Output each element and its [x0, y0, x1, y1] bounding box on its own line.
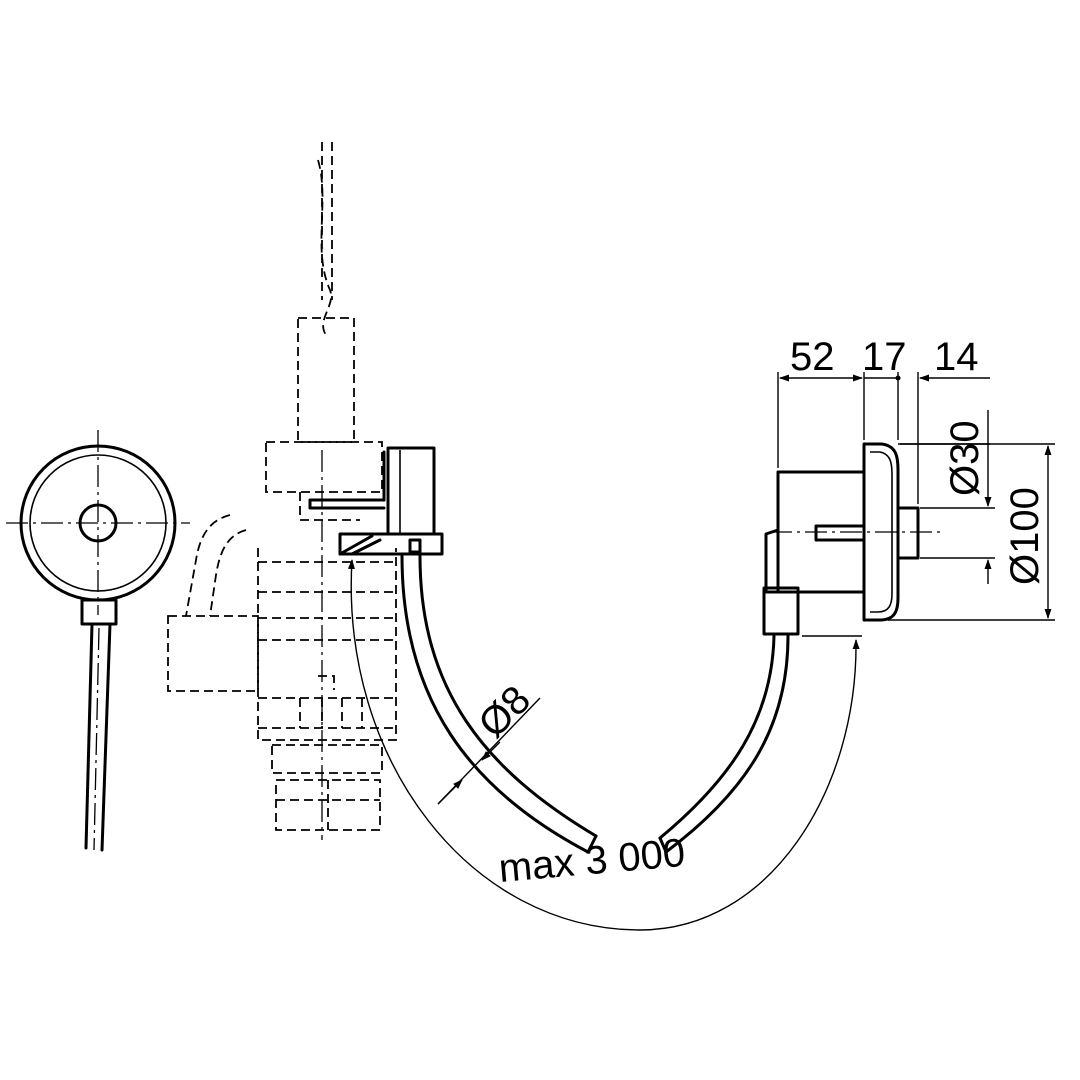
button-knob — [896, 506, 920, 560]
front-tube-axis — [93, 627, 100, 851]
dim-diameter-30: Ø30 — [943, 420, 987, 496]
actuator-base — [338, 532, 444, 556]
flush-valve-dashed — [167, 142, 397, 840]
dim-14: 14 — [934, 335, 979, 379]
flexible-tube — [400, 554, 790, 854]
button-plunger — [814, 524, 866, 542]
dimension-lines — [347, 372, 1055, 931]
dim-diameter-100: Ø100 — [1003, 487, 1047, 585]
front-tube-connector — [80, 598, 118, 626]
actuator-housing — [386, 446, 436, 536]
dim-52: 52 — [790, 335, 835, 379]
actuator-lever — [308, 498, 386, 510]
front-tube — [84, 622, 112, 852]
push-button-side-view — [762, 442, 940, 636]
dim-17: 17 — [862, 335, 907, 379]
front-view — [6, 430, 190, 852]
valve-actuator — [308, 446, 444, 556]
dim-diameter-8: Ø8 — [470, 678, 539, 747]
button-tube-connector — [762, 586, 800, 636]
dim-max-length: max 3 000 — [497, 831, 687, 891]
button-plate — [862, 442, 900, 622]
